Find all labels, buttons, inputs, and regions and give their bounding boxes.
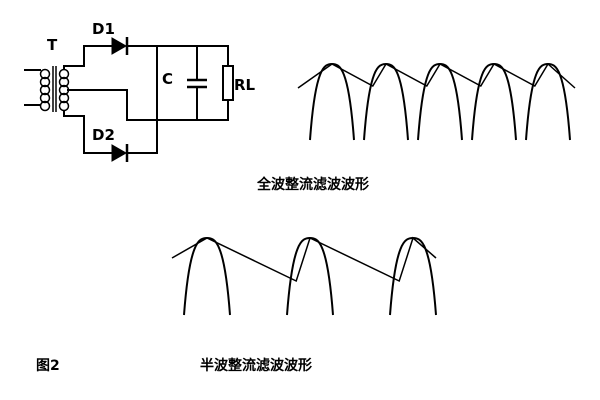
load-resistor-rl: RL [222, 45, 256, 121]
half-wave-waveform [171, 236, 437, 316]
half-wave-hump [183, 236, 231, 316]
full-wave-hump [525, 62, 571, 141]
secondary-coil [58, 68, 70, 112]
full-wave-hump [471, 62, 517, 141]
capacitor-c: C [162, 45, 207, 121]
primary-coil [39, 68, 51, 112]
half-wave-hump [389, 236, 437, 316]
rectifier-circuit: T [24, 20, 256, 162]
transformer: T [24, 36, 70, 112]
transformer-label: T [47, 36, 58, 54]
diode-d2: D2 [92, 126, 129, 162]
diode-d2-label: D2 [92, 126, 115, 144]
full-wave-ripple-line [297, 62, 576, 89]
full-wave-caption: 全波整流滤波波形 [256, 176, 369, 193]
transformer-core [52, 66, 57, 112]
capacitor-label: C [162, 70, 173, 88]
load-label: RL [234, 76, 256, 94]
half-wave-caption: 半波整流滤波波形 [200, 357, 312, 374]
full-wave-hump [417, 62, 463, 141]
figure-number: 图2 [36, 358, 60, 374]
diode-d1: D1 [92, 20, 129, 55]
full-wave-waveform [297, 62, 576, 141]
half-wave-hump [286, 236, 334, 316]
full-wave-hump [363, 62, 409, 141]
half-wave-ripple-line [171, 236, 437, 283]
diode-d1-label: D1 [92, 20, 115, 38]
